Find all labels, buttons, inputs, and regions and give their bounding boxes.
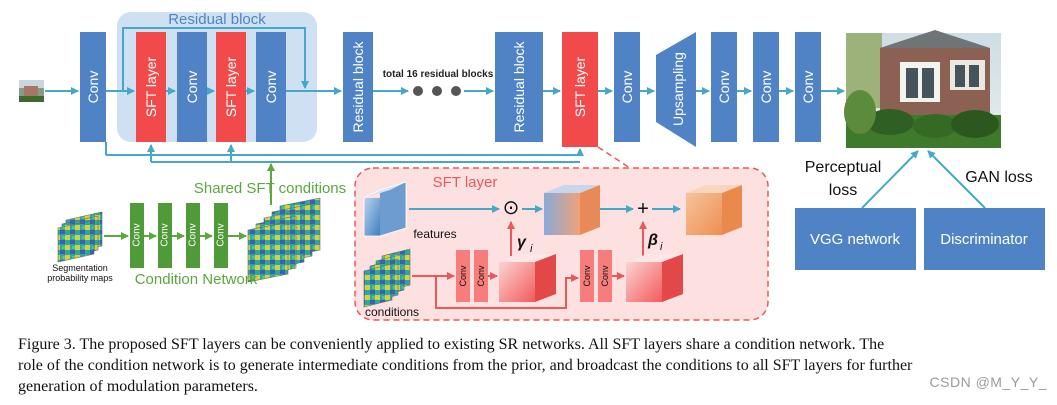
cond-conv-1: Conv [130, 203, 144, 268]
svg-text:VGG network: VGG network [810, 231, 901, 248]
svg-text:Conv: Conv [184, 71, 200, 104]
condition-flow-arrows [412, 221, 647, 309]
block-residual-16: Residual block [495, 32, 543, 142]
svg-text:Conv: Conv [619, 71, 635, 104]
svg-text:Conv: Conv [458, 265, 468, 287]
perceptual-loss-line1: Perceptual [805, 159, 882, 176]
svg-text:SFT layer: SFT layer [223, 56, 239, 117]
zoom-connector [597, 146, 631, 169]
vgg-network-box: VGG network [795, 208, 916, 270]
svg-text:Conv: Conv [263, 71, 279, 104]
svg-text:Conv: Conv [188, 223, 199, 246]
panel-conv-beta-2: Conv [598, 250, 612, 302]
sft-panel-title: SFT layer [433, 174, 498, 191]
figure-caption: Figure 3. The proposed SFT layers can be… [18, 334, 1048, 397]
condition-feature-stack [247, 197, 321, 283]
segmentation-label-line1: Segmentation [52, 263, 108, 273]
svg-text:Conv: Conv [716, 71, 732, 104]
block-upsampling: Upsampling [656, 32, 696, 147]
ellipsis-dots [413, 86, 461, 96]
discriminator-box: Discriminator [924, 208, 1045, 270]
svg-text:Discriminator: Discriminator [940, 231, 1028, 248]
features-cube [363, 181, 407, 237]
input-lr-image [19, 80, 44, 102]
svg-text:Conv: Conv [800, 71, 816, 104]
conditions-label: conditions [365, 305, 419, 319]
arrow-vgg-to-output [861, 150, 919, 209]
segmentation-maps [57, 211, 103, 263]
svg-text:Conv: Conv [476, 265, 486, 287]
features-label: features [413, 227, 456, 241]
segmentation-label-line2: probability maps [47, 273, 113, 283]
gan-loss-label: GAN loss [965, 169, 1033, 186]
panel-conv-beta-1: Conv [580, 250, 594, 302]
block-sft-layer-final: SFT layer [562, 32, 598, 147]
svg-text:Conv: Conv [132, 223, 143, 246]
cond-conv-3: Conv [186, 203, 200, 268]
block-conv-5: Conv [711, 32, 737, 142]
modulated-features-cube [544, 185, 600, 235]
cond-conv-4: Conv [214, 203, 228, 268]
gamma-subscript: i [530, 243, 533, 255]
caption-line-1: Figure 3. The proposed SFT layers can be… [18, 336, 885, 353]
block-sft-layer-2: SFT layer [216, 32, 246, 142]
svg-text:Residual block: Residual block [511, 40, 527, 132]
panel-conv-gamma-2: Conv [474, 250, 488, 302]
beta-cube [626, 254, 683, 302]
block-residual-2: Residual block [343, 32, 373, 142]
block-conv-6: Conv [753, 32, 779, 142]
condition-network-label: Condition Network [135, 271, 258, 288]
output-features-cube [686, 185, 742, 235]
svg-text:Conv: Conv [600, 265, 610, 287]
cond-conv-2: Conv [158, 203, 172, 268]
block-conv-1: Conv [80, 32, 106, 142]
svg-text:Conv: Conv [758, 71, 774, 104]
block-conv-2: Conv [177, 32, 207, 142]
perceptual-loss-line2: loss [829, 182, 857, 199]
output-hr-image [844, 30, 1001, 148]
watermark: CSDN @M_Y_Y_ [929, 374, 1047, 390]
gamma-label: γ [517, 234, 527, 251]
svg-text:SFT layer: SFT layer [143, 56, 159, 117]
residual-block-title: Residual block [168, 11, 266, 28]
condition-broadcast-lines [105, 142, 584, 163]
block-conv-7: Conv [795, 32, 821, 142]
multiply-symbol: ⊙ [503, 197, 520, 219]
block-conv-4: Conv [614, 32, 640, 142]
caption-line-2: role of the condition network is to gene… [18, 357, 913, 374]
panel-conv-gamma-1: Conv [456, 250, 470, 302]
svg-text:Conv: Conv [216, 223, 227, 246]
beta-subscript: i [660, 241, 663, 253]
block-conv-3: Conv [256, 32, 286, 142]
residual-skip-connection [122, 27, 309, 90]
svg-text:Residual block: Residual block [350, 40, 366, 132]
svg-text:Conv: Conv [160, 223, 171, 246]
svg-text:Conv: Conv [85, 71, 101, 104]
svg-text:Upsampling: Upsampling [670, 52, 686, 126]
svg-text:Conv: Conv [582, 265, 592, 287]
arrow-discriminator-to-output [927, 150, 986, 209]
plus-symbol: + [637, 198, 649, 220]
shared-sft-conditions-label: Shared SFT conditions [194, 180, 346, 197]
total-blocks-label: total 16 residual blocks [383, 69, 494, 80]
caption-line-3: generation of modulation parameters. [18, 378, 258, 395]
svg-text:SFT layer: SFT layer [572, 56, 588, 117]
gamma-cube [499, 254, 556, 302]
beta-label: β [647, 232, 658, 249]
block-sft-layer-1: SFT layer [136, 32, 166, 142]
conditions-stack [363, 248, 411, 308]
